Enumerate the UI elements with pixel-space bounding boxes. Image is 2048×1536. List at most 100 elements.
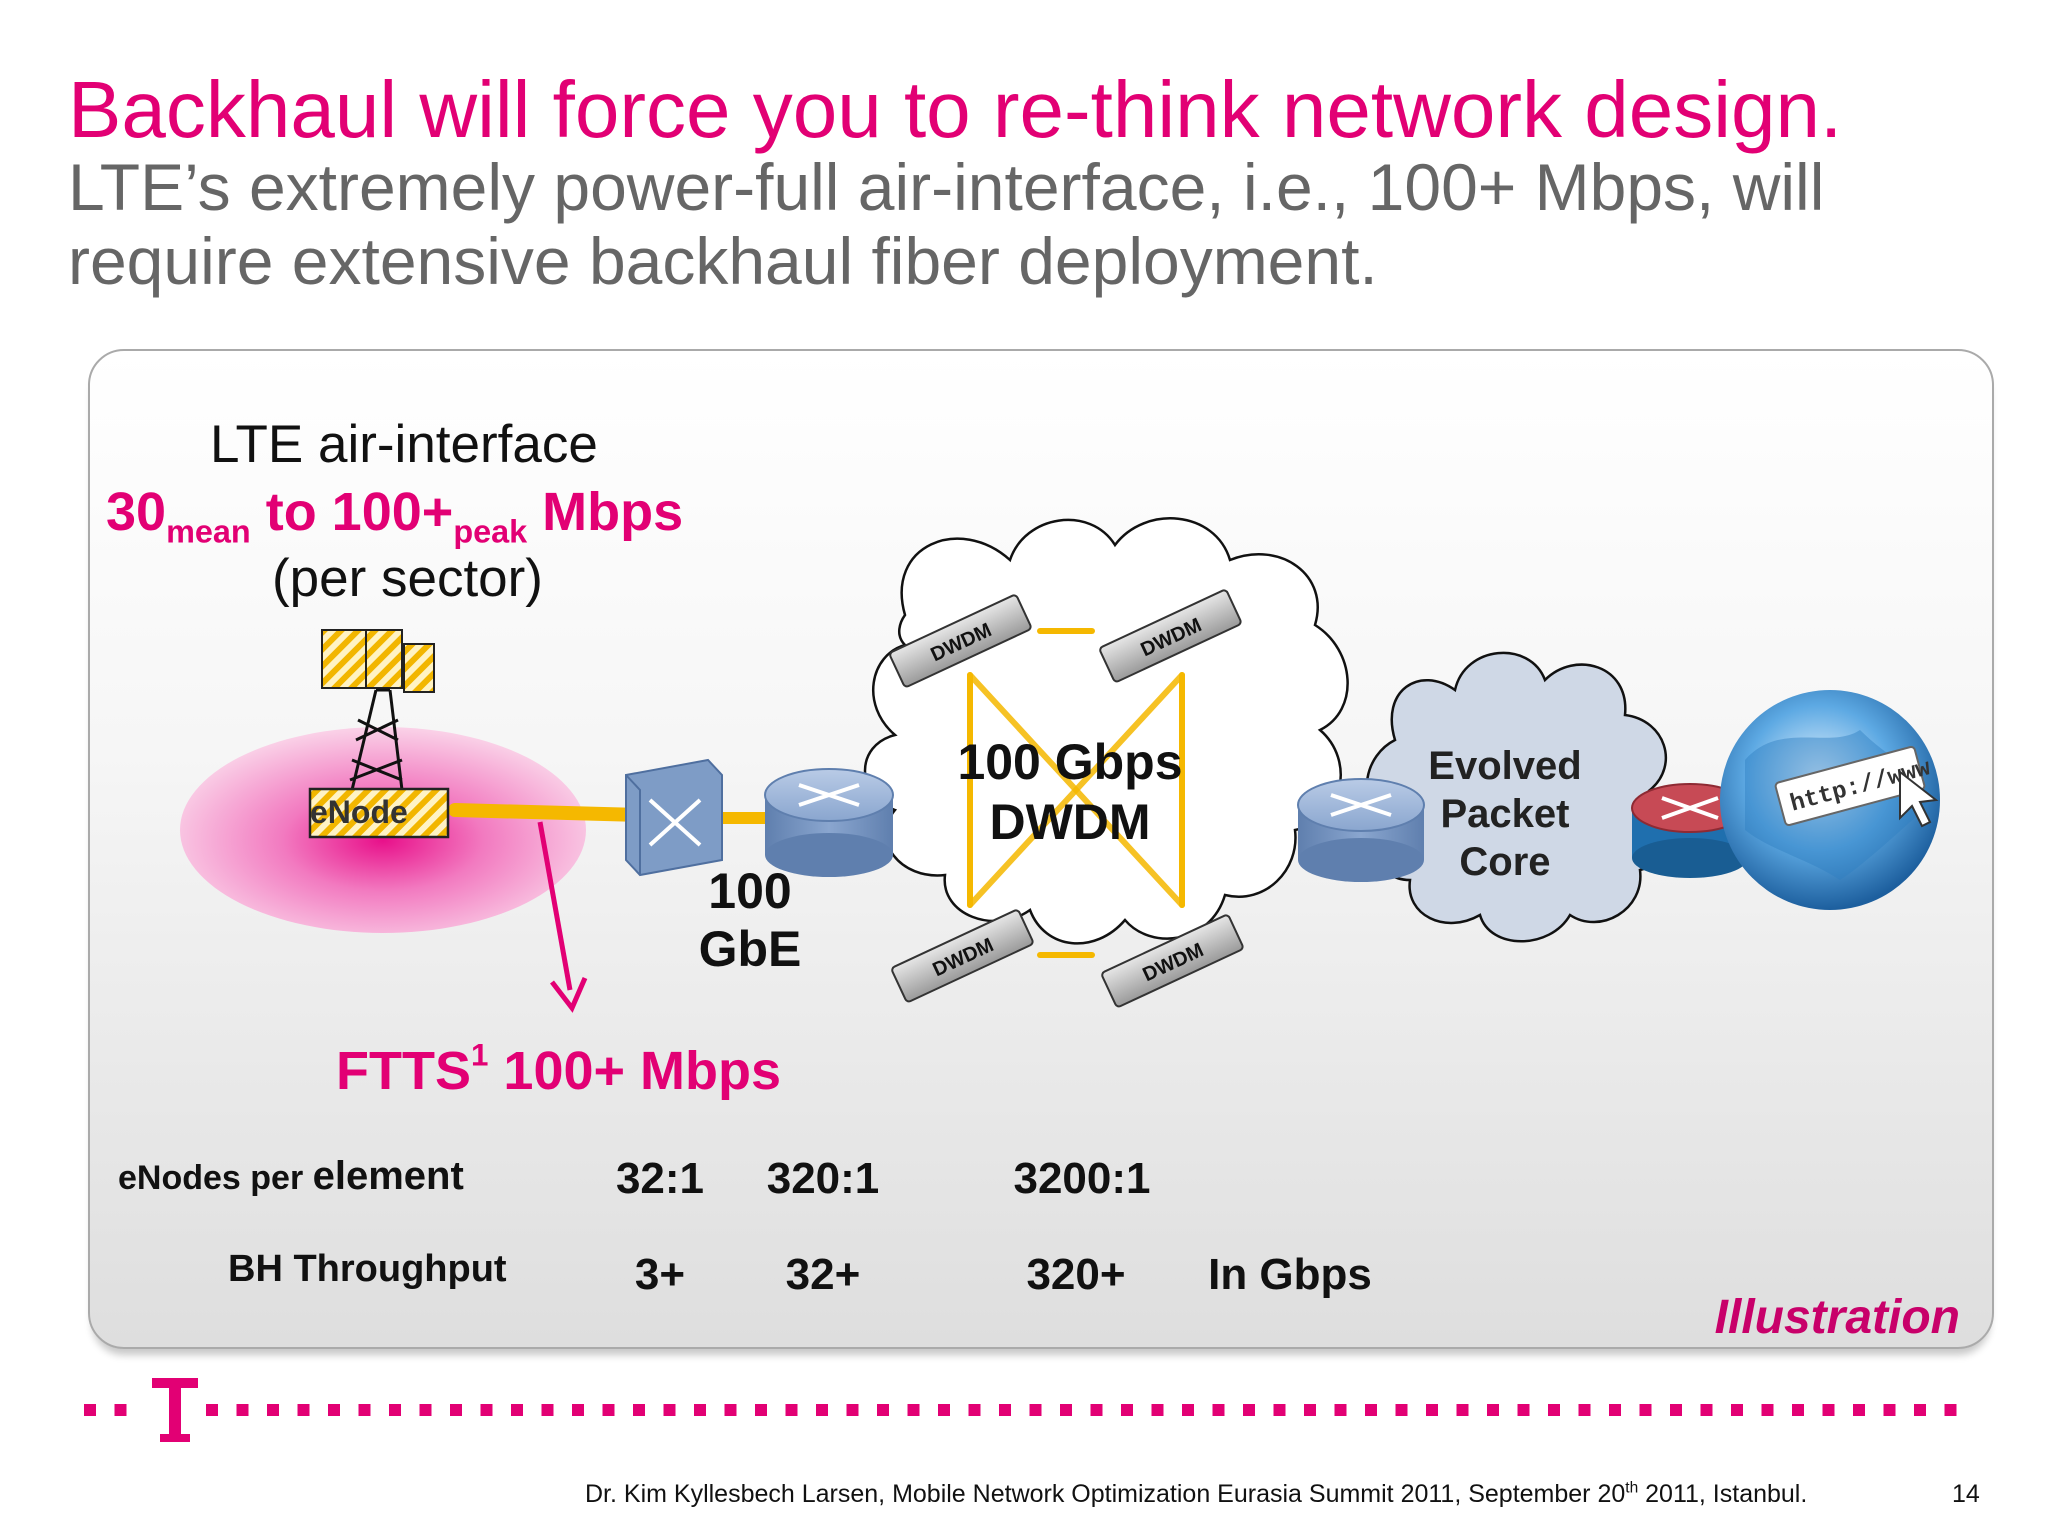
- brand-dot: [1029, 1404, 1042, 1416]
- brand-dot: [1121, 1404, 1133, 1416]
- core-router-icon: [1297, 778, 1425, 882]
- brand-dot: [541, 1404, 554, 1416]
- ftts-rate: 100+ Mbps: [488, 1041, 782, 1101]
- internet-globe-icon: http://www: [1720, 690, 1940, 910]
- ratio-value: 3200:1: [1013, 1154, 1151, 1203]
- ftts-arrow: [537, 821, 588, 1013]
- brand-dot: [1578, 1404, 1591, 1416]
- brand-dot: [1395, 1404, 1408, 1416]
- brand-dot: [1456, 1404, 1469, 1416]
- brand-dot: [1273, 1404, 1286, 1416]
- brand-dot: [1060, 1404, 1072, 1416]
- enode-tower-icon: [308, 629, 450, 839]
- brand-dot: [1212, 1404, 1225, 1416]
- dwdm-node-icon: DWDM: [889, 594, 1032, 688]
- row1-label-b: element: [312, 1154, 464, 1198]
- page-number: 14: [1952, 1480, 1980, 1508]
- brand-dot: [358, 1404, 371, 1416]
- brand-dot: [480, 1404, 493, 1416]
- slide-title: Backhaul will force you to re-think netw…: [68, 65, 1843, 154]
- per-sector: (per sector): [272, 549, 543, 608]
- brand-dot: [1548, 1404, 1560, 1416]
- throughput-value: 320+: [1026, 1250, 1126, 1299]
- fiber-links: [448, 628, 1185, 958]
- enodes-per-element-label: eNodes per element: [118, 1154, 464, 1199]
- brand-dot: [511, 1404, 523, 1416]
- brand-dot: [1304, 1404, 1316, 1416]
- brand-dot: [572, 1404, 584, 1416]
- throughput-value: 3+: [634, 1250, 686, 1299]
- rate-unit: Mbps: [527, 482, 684, 542]
- brand-dot: [938, 1404, 950, 1416]
- brand-dot: [694, 1404, 706, 1416]
- gbe-label: 100 GbE: [690, 862, 810, 978]
- brand-dot: [1090, 1404, 1103, 1416]
- epc-line1: Evolved: [1428, 744, 1582, 788]
- slide-subtitle: LTE’s extremely power-full air-interface…: [68, 150, 1825, 298]
- brand-dot: [1883, 1404, 1896, 1416]
- enode-label: eNode: [310, 794, 408, 830]
- throughput-value: 32+: [785, 1250, 861, 1299]
- ratio-value: 32:1: [615, 1154, 705, 1203]
- row1-label-a: eNodes per: [118, 1159, 313, 1197]
- dwdm-node-icon: DWDM: [891, 909, 1034, 1003]
- brand-dot-bar: [84, 1404, 1957, 1416]
- lte-heading: LTE air-interface: [210, 415, 598, 474]
- epc-line3: Core: [1459, 840, 1551, 884]
- brand-dot: [1426, 1404, 1438, 1416]
- brand-dot: [389, 1404, 401, 1416]
- dwdm-cloud: [863, 517, 1349, 945]
- brand-dot: [816, 1404, 828, 1416]
- brand-dot: [968, 1404, 981, 1416]
- brand-dot: [450, 1404, 462, 1416]
- brand-dot: [602, 1404, 615, 1416]
- rate-peak-sub: peak: [453, 513, 528, 550]
- brand-dot: [1670, 1404, 1682, 1416]
- ftts-label: FTTS1 100+ Mbps: [336, 1037, 782, 1102]
- brand-dot: [114, 1404, 127, 1416]
- brand-dot: [1761, 1404, 1774, 1416]
- brand-dot: [785, 1404, 798, 1416]
- brand-dot: [419, 1404, 432, 1416]
- brand-dot: [1822, 1404, 1835, 1416]
- brand-dot: [297, 1404, 310, 1416]
- bh-throughput-label: BH Throughput: [228, 1248, 507, 1290]
- aggregation-switch-icon: [625, 758, 723, 877]
- brand-dot: [999, 1404, 1011, 1416]
- illustration-label: Illustration: [1714, 1291, 1960, 1344]
- brand-dot: [907, 1404, 920, 1416]
- dwdm-line2: DWDM: [989, 794, 1151, 850]
- brand-dot: [1944, 1404, 1957, 1416]
- brand-dot: [1792, 1404, 1804, 1416]
- rate-mean-value: 30: [106, 482, 167, 542]
- brand-dot: [877, 1404, 889, 1416]
- brand-dot: [1731, 1404, 1743, 1416]
- brand-dot: [1243, 1404, 1255, 1416]
- dwdm-line1: 100 Gbps: [957, 734, 1183, 790]
- brand-dot: [663, 1404, 676, 1416]
- epc-label: Evolved Packet Core: [1420, 742, 1590, 886]
- gbe-line1: 100: [708, 863, 792, 919]
- footer-citation: Dr. Kim Kyllesbech Larsen, Mobile Networ…: [585, 1480, 1807, 1509]
- brand-dot: [1517, 1404, 1530, 1416]
- brand-dot: [846, 1404, 859, 1416]
- brand-dot: [1365, 1404, 1377, 1416]
- ftts-main: FTTS: [336, 1041, 471, 1101]
- brand-dot: [755, 1404, 767, 1416]
- brand-dot: [236, 1404, 249, 1416]
- router-icon: [764, 768, 894, 877]
- brand-dot: [328, 1404, 340, 1416]
- ratio-value: 320:1: [766, 1154, 880, 1203]
- brand-dot: [206, 1404, 218, 1416]
- gbe-line2: GbE: [698, 921, 802, 977]
- brand-dot: [1914, 1404, 1926, 1416]
- epc-line2: Packet: [1440, 792, 1570, 836]
- brand-dot: [1334, 1404, 1347, 1416]
- footer-text-a: Dr. Kim Kyllesbech Larsen, Mobile Networ…: [585, 1480, 1626, 1508]
- ftts-footnote: 1: [470, 1037, 489, 1073]
- brand-dot: [1609, 1404, 1621, 1416]
- brand-dot: [1151, 1404, 1164, 1416]
- brand-dot: [1182, 1404, 1194, 1416]
- dwdm-label: 100 Gbps DWDM: [940, 732, 1200, 852]
